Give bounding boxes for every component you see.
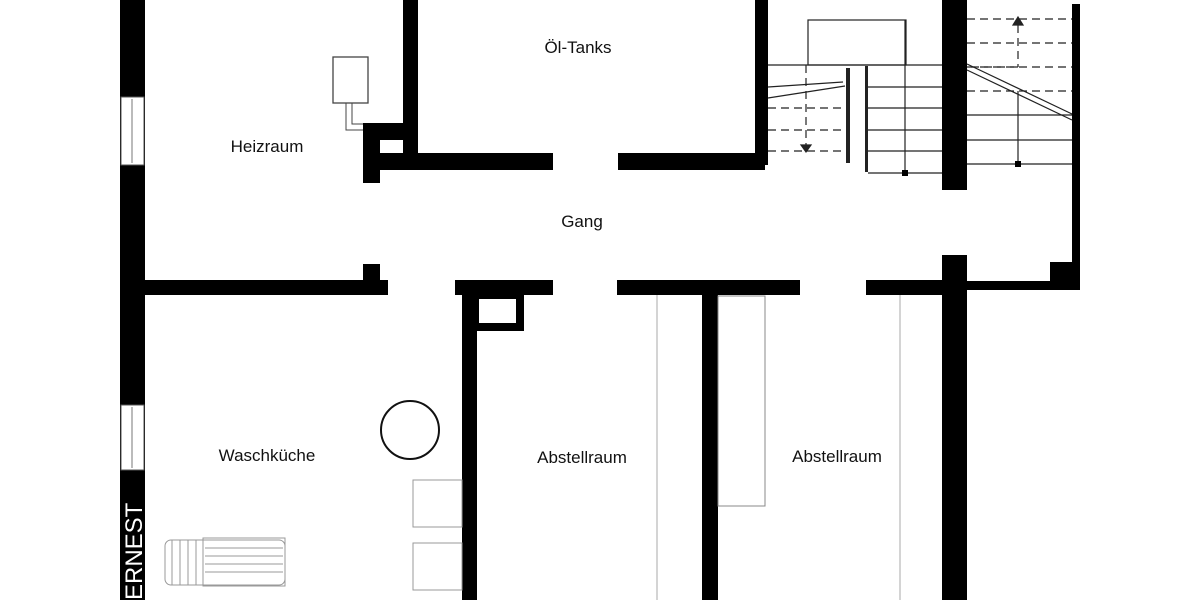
floor-drain [380,400,440,460]
pillar [1050,262,1072,281]
wall-abstell1-abstell2 [702,295,718,600]
wall-oeltanks-right [755,0,768,165]
wall-abstell-top [617,280,800,295]
room-label-heizraum: Heizraum [231,137,304,156]
wall-stub [363,264,380,280]
wall-column-lower [942,255,967,600]
chimney-side [363,140,380,183]
shaft [471,291,524,331]
shelf [717,295,766,507]
wall-gang-top-left [380,153,553,170]
wall-heizraum-oeltanks [403,0,418,170]
wall-column-upper [942,0,967,190]
walls [120,0,1080,600]
stairs [767,15,1073,176]
wall-gang-top-right [618,153,765,170]
laundry-rack [164,537,286,587]
room-label-abstellraum-1: Abstellraum [537,448,627,467]
room-label-abstellraum-2: Abstellraum [792,447,882,466]
room-label-oel-tanks: Öl-Tanks [544,38,611,57]
windows [120,96,145,471]
landing [807,19,907,66]
wall-abstell2-top [866,280,946,295]
outer-wall-right [1072,4,1080,290]
wall-waschkueche-abstell1 [462,295,477,600]
room-labels: Öl-Tanks Heizraum Gang Waschküche Abstel… [219,38,882,467]
watermark-text: ERNEST [121,502,148,600]
fixtures [164,56,901,600]
chimney-top [363,123,403,140]
boiler [332,56,369,104]
room-label-gang: Gang [561,212,603,231]
wall-stair-bottom [967,281,1080,290]
washing-machine [412,479,463,528]
dryer [412,542,463,591]
wall-waschkueche-top [145,280,388,295]
room-label-waschkueche: Waschküche [219,446,316,465]
